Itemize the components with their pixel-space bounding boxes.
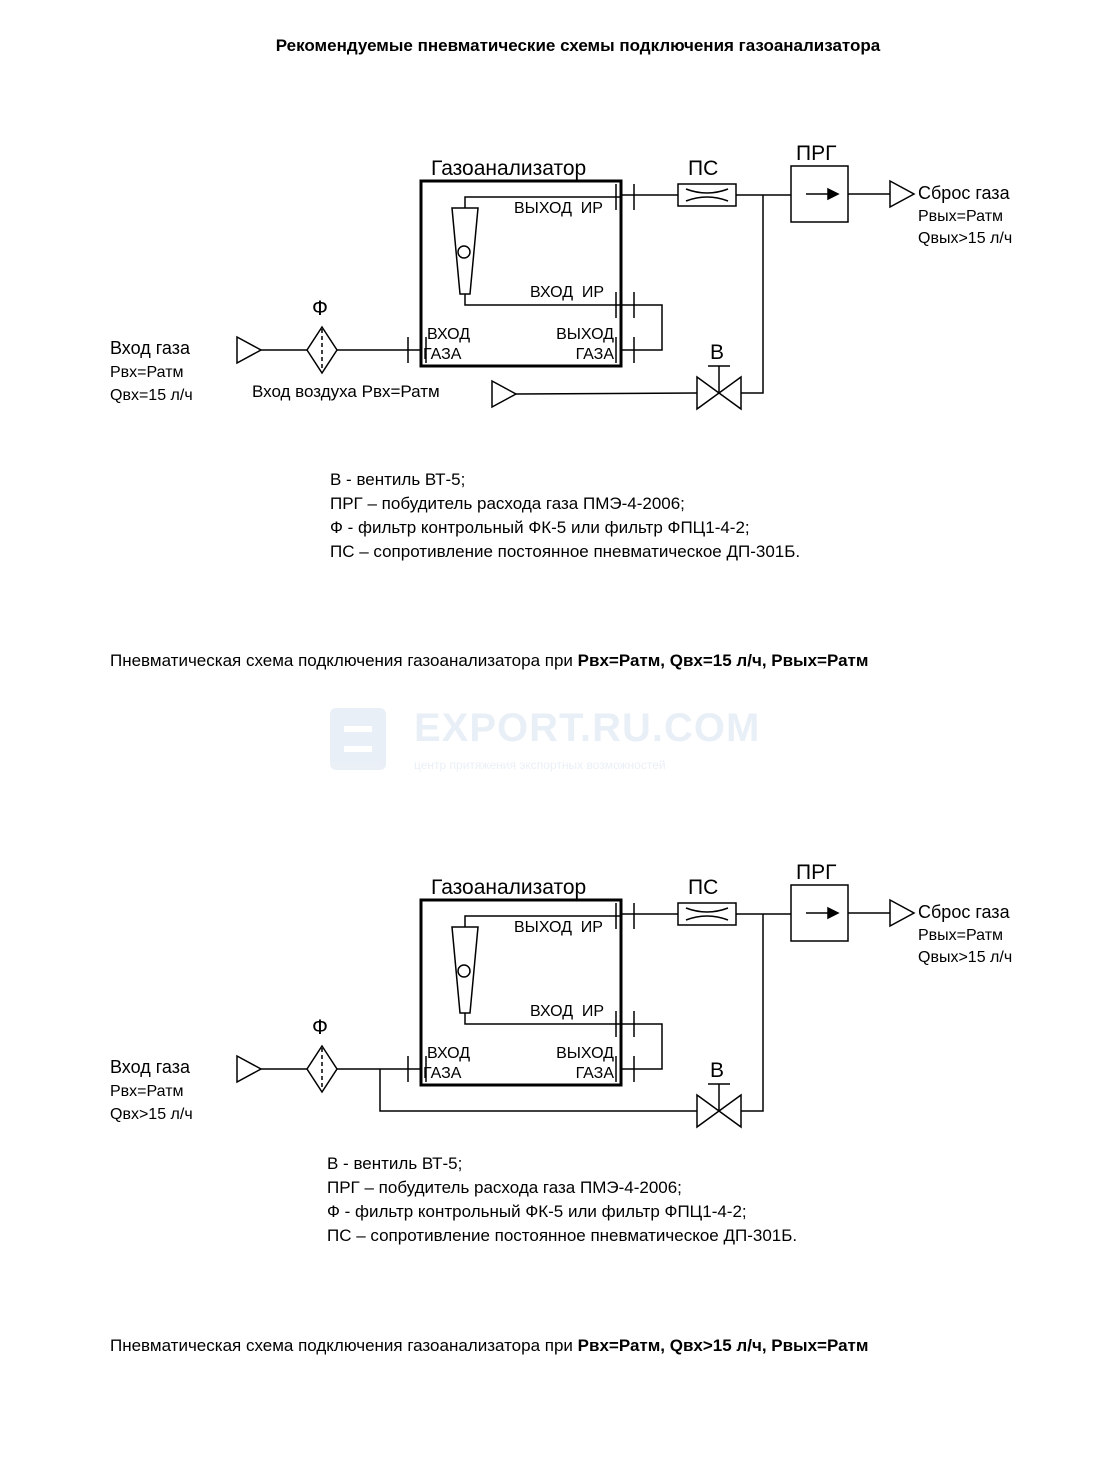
p-out-label: Рвых=Ратм bbox=[918, 208, 1003, 225]
scheme-2-legend: В - вентиль ВТ-5; ПРГ – побудитель расхо… bbox=[327, 1152, 797, 1248]
out-ir-label: ВЫХОД ИР bbox=[514, 919, 603, 936]
in-ir-label: ВХОД ИР bbox=[530, 284, 604, 301]
legend-item: В - вентиль ВТ-5; bbox=[327, 1154, 463, 1173]
scheme-2-caption: Пневматическая схема подключения газоана… bbox=[110, 1336, 868, 1356]
legend-item: ПС – сопротивление постоянное пневматиче… bbox=[330, 542, 801, 561]
filter bbox=[306, 325, 338, 375]
watermark-subtext: центр притяжения экспортных возможностей bbox=[414, 758, 666, 772]
q-in-label: Qвх=15 л/ч bbox=[110, 387, 193, 404]
rotameter-float bbox=[457, 245, 471, 259]
valve-left bbox=[696, 1093, 721, 1129]
ps-label: ПС bbox=[688, 157, 718, 180]
out-gas-label-1: ВЫХОД bbox=[556, 1045, 614, 1062]
caption-conditions: Рвх=Ратм, Qвх>15 л/ч, Рвых=Ратм bbox=[577, 1336, 869, 1355]
dump-title: Сброс газа bbox=[918, 902, 1011, 922]
out-ir-label: ВЫХОД ИР bbox=[514, 200, 603, 217]
caption-text: Пневматическая схема подключения газоана… bbox=[110, 1336, 578, 1355]
in-gas-label-2: ГАЗА bbox=[423, 1065, 462, 1082]
rotameter bbox=[451, 207, 479, 295]
gas-inlet-triangle bbox=[236, 1054, 263, 1084]
prg-label: ПРГ bbox=[796, 142, 836, 165]
q-out-label: Qвых>15 л/ч bbox=[918, 949, 1012, 966]
legend-item: ПС – сопротивление постоянное пневматиче… bbox=[327, 1226, 798, 1245]
ps-resistor bbox=[677, 183, 737, 207]
filter-label: Ф bbox=[312, 297, 328, 320]
filter-label: Ф bbox=[312, 1016, 328, 1039]
scheme-1-diagram: Газоанализатор ВЫХОД ИР ВХОД ИР ВХОД ГАЗ… bbox=[0, 140, 1106, 460]
p-out-label: Рвых=Ратм bbox=[918, 927, 1003, 944]
q-in-label: Qвх>15 л/ч bbox=[110, 1106, 193, 1123]
analyzer-box bbox=[419, 179, 623, 368]
p-in-label: Рвх=Ратм bbox=[110, 1083, 184, 1100]
valve-label: В bbox=[710, 341, 724, 364]
caption-conditions: Рвх=Ратм, Qвх=15 л/ч, Рвых=Ратм bbox=[577, 651, 869, 670]
outlet-triangle bbox=[889, 898, 916, 928]
in-gas-label-1: ВХОД bbox=[427, 326, 470, 343]
in-gas-label-1: ВХОД bbox=[427, 1045, 470, 1062]
rotameter-float bbox=[457, 964, 471, 978]
valve-left bbox=[696, 375, 721, 411]
scheme-2-diagram: Газоанализатор ВЫХОД ИР ВХОД ИР ВХОД ГАЗ… bbox=[0, 860, 1106, 1180]
out-gas-label-1: ВЫХОД bbox=[556, 326, 614, 343]
page-title: Рекомендуемые пневматические схемы подкл… bbox=[275, 36, 881, 55]
inlet-title: Вход газа bbox=[110, 338, 191, 358]
in-ir-label: ВХОД ИР bbox=[530, 1003, 604, 1020]
scheme-1-legend: В - вентиль ВТ-5; ПРГ – побудитель расхо… bbox=[330, 468, 800, 564]
analyzer-label: Газоанализатор bbox=[431, 157, 586, 180]
q-out-label: Qвых>15 л/ч bbox=[918, 230, 1012, 247]
outlet-triangle bbox=[889, 179, 916, 209]
watermark: EXPORT.RU.COM центр притяжения экспортны… bbox=[330, 706, 780, 776]
p-in-label: Рвх=Ратм bbox=[110, 364, 184, 381]
legend-item: Ф - фильтр контрольный ФК-5 или фильтр Ф… bbox=[327, 1202, 747, 1221]
valve-right bbox=[717, 375, 742, 411]
valve-label: В bbox=[710, 1059, 724, 1082]
in-gas-label-2: ГАЗА bbox=[423, 346, 462, 363]
export-logo-icon bbox=[330, 708, 386, 770]
analyzer-label: Газоанализатор bbox=[431, 876, 586, 899]
gas-inlet-triangle bbox=[236, 335, 263, 365]
rotameter bbox=[451, 926, 479, 1014]
dump-title: Сброс газа bbox=[918, 183, 1011, 203]
ps-label: ПС bbox=[688, 876, 718, 899]
watermark-text: EXPORT.RU.COM bbox=[414, 706, 761, 750]
legend-item: Ф - фильтр контрольный ФК-5 или фильтр Ф… bbox=[330, 518, 750, 537]
legend-item: ПРГ – побудитель расхода газа ПМЭ-4-2006… bbox=[330, 494, 685, 513]
inlet-title: Вход газа bbox=[110, 1057, 191, 1077]
air-inlet-triangle bbox=[491, 379, 518, 409]
prg-label: ПРГ bbox=[796, 861, 836, 884]
analyzer-box bbox=[419, 898, 623, 1087]
legend-item: ПРГ – побудитель расхода газа ПМЭ-4-2006… bbox=[327, 1178, 682, 1197]
caption-text: Пневматическая схема подключения газоана… bbox=[110, 651, 578, 670]
air-inlet-label: Вход воздуха Рвх=Ратм bbox=[252, 382, 440, 401]
out-gas-label-2: ГАЗА bbox=[576, 346, 615, 363]
legend-item: В - вентиль ВТ-5; bbox=[330, 470, 466, 489]
filter bbox=[306, 1044, 338, 1094]
ps-resistor bbox=[677, 902, 737, 926]
out-gas-label-2: ГАЗА bbox=[576, 1065, 615, 1082]
valve-right bbox=[717, 1093, 742, 1129]
scheme-1-caption: Пневматическая схема подключения газоана… bbox=[110, 651, 868, 671]
